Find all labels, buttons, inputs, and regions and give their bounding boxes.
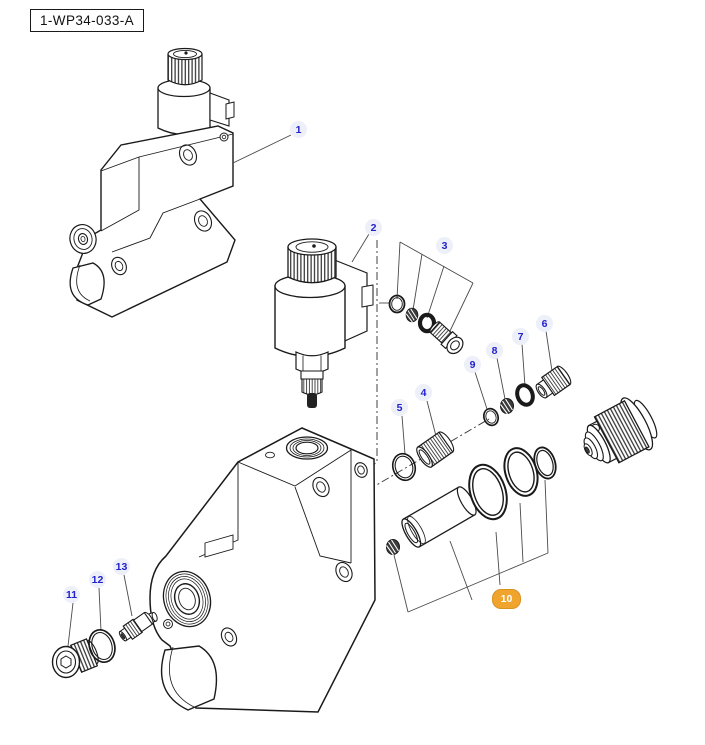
part-11-socket-plug [51,638,99,679]
callout-9[interactable]: 9 [464,356,481,373]
part-8-spring [499,397,515,415]
o-ring-small [533,446,557,480]
part-10-piston-seal-group [385,446,557,613]
part-3-seal-kit [388,241,474,355]
o-ring-thick [417,312,437,334]
threaded-bore [162,570,212,628]
top-port [285,436,329,460]
callout-12[interactable]: 12 [89,571,106,588]
part-13-valve-insert [118,611,154,642]
bracket-line-10 [407,552,549,613]
callout-4[interactable]: 4 [415,384,432,401]
o-ring-small [388,294,406,314]
leader-line-4 [426,400,437,437]
callout-3[interactable]: 3 [436,237,453,254]
part-4-plug [416,431,455,468]
side-port [354,462,368,478]
spring [385,538,401,556]
figure-reference-label: 1-WP34-033-A [30,9,145,32]
spring [405,307,419,323]
callout-11[interactable]: 11 [63,586,80,603]
leader-line-5 [401,415,406,455]
o-ring-large [468,463,508,521]
callout-10[interactable]: 10 [492,589,521,609]
callout-8[interactable]: 8 [486,342,503,359]
callout-7[interactable]: 7 [512,328,529,345]
plug-small [429,321,464,355]
hex-nut [295,351,329,374]
piston [401,486,477,548]
name-plate [204,534,234,558]
callout-2[interactable]: 2 [365,219,382,236]
cartridge-cap [583,397,658,464]
callout-13[interactable]: 13 [113,558,130,575]
threaded-stem [301,378,323,396]
solenoid-knob-knurl [287,246,337,284]
part-1-valve-assembly [69,47,236,318]
part-6-fitting [535,365,572,399]
stem-tip [307,393,317,408]
main-valve-body [136,427,376,713]
leader-line-2 [351,233,370,263]
coil-bracket [209,92,230,127]
hex-socket [60,655,72,669]
adjuster-knob-knurl [167,53,203,86]
leader-line-1 [232,134,292,164]
part-5-o-ring [391,452,417,482]
side-port [69,223,97,255]
part-7-o-ring [515,383,535,407]
callout-1[interactable]: 1 [290,121,307,138]
callout-6[interactable]: 6 [536,315,553,332]
part-2-solenoid [274,238,374,408]
part-9-o-ring [482,407,500,427]
part-12-o-ring [88,628,116,664]
bracket-line-3 [399,241,474,284]
callout-5[interactable]: 5 [391,399,408,416]
